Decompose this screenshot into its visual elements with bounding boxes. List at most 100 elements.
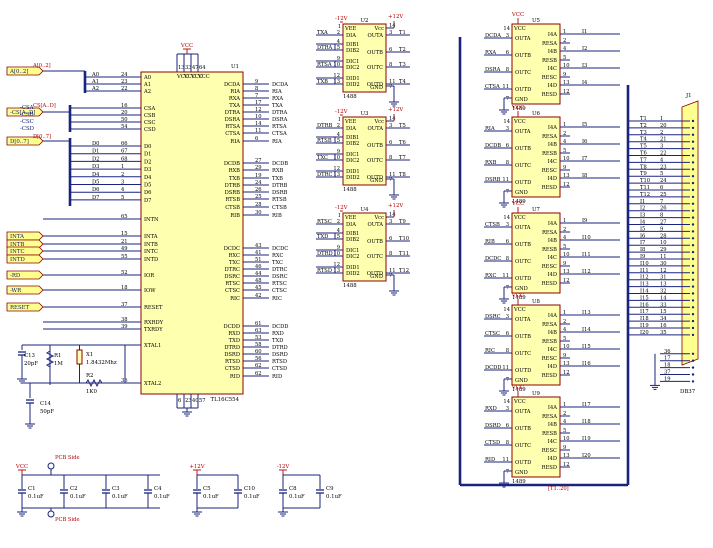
- pin-number: 8: [389, 62, 392, 68]
- cap-value: 0.1uF: [326, 494, 342, 500]
- port-intd: [6, 254, 44, 264]
- receiver-designator: U7: [532, 207, 541, 213]
- pin-name: DIB1: [346, 42, 359, 48]
- net-label: T2: [399, 47, 406, 53]
- net-label: T8: [399, 172, 406, 178]
- pin-number: 12: [563, 278, 570, 284]
- net-label: CTSC: [272, 288, 287, 294]
- pin-number: 2: [337, 123, 340, 129]
- pin-number: 11: [389, 79, 396, 85]
- pin-name: I4B: [548, 142, 557, 148]
- net-label: RIC: [485, 348, 495, 354]
- net-label: RXD: [485, 406, 497, 412]
- pin-number: 6: [506, 143, 509, 149]
- uart-chip: [140, 71, 244, 395]
- pin-number: 3: [389, 219, 392, 225]
- net-label: DSRA: [485, 67, 501, 73]
- cap-ref: C1: [28, 486, 36, 492]
- pin-number: 34: [660, 316, 667, 322]
- pin-number: 5: [121, 195, 124, 201]
- driver-part-name: 1488: [343, 283, 357, 289]
- pin-number: 28: [660, 233, 667, 239]
- net-label: I14: [640, 289, 649, 295]
- pin-number: 33: [660, 302, 667, 308]
- pin-name: OUTA: [367, 222, 383, 228]
- pin-number: 3: [506, 314, 509, 320]
- pin-name: DTRD: [224, 345, 240, 351]
- pin-name: VCC: [513, 119, 526, 125]
- net-label: I11: [582, 252, 591, 258]
- pin-number: 1: [563, 29, 566, 35]
- pin-number: 32: [660, 289, 667, 295]
- pin-number: 11: [502, 457, 509, 463]
- pin-number: 35: [660, 330, 667, 336]
- pin-name: RESD: [542, 281, 557, 287]
- pin-name: GND: [515, 378, 528, 384]
- pin-number: 56: [255, 356, 262, 362]
- net-label: RXA: [485, 50, 496, 56]
- port-label: INTD: [10, 257, 25, 263]
- pin-name: DSRB: [225, 190, 241, 196]
- cap-ref: C10: [244, 486, 256, 492]
- net-label: D6: [92, 187, 99, 193]
- pin-number: 1: [338, 213, 341, 219]
- pin-name: OUTD: [367, 82, 383, 88]
- pin-name: I4C: [548, 439, 557, 445]
- net-label: CTSD: [272, 366, 287, 372]
- net-label: A0: [91, 72, 99, 78]
- net-label: TXD: [317, 234, 328, 240]
- net-label: RIA: [485, 126, 495, 132]
- pin-name: OUTC: [515, 351, 531, 357]
- receiver-chip: [511, 212, 561, 294]
- power-label: -12V: [277, 464, 290, 470]
- pin-number: 39: [121, 324, 128, 330]
- pin-name: INTC: [144, 249, 158, 255]
- pin-name: OUTA: [515, 409, 531, 415]
- pin-name: DIA: [346, 222, 356, 228]
- pin-name: DIB2: [346, 237, 359, 243]
- pin-number: 10: [660, 240, 667, 246]
- pin-number: 14: [389, 23, 396, 29]
- cs-net: -CSB: [20, 112, 34, 118]
- pin-number: 13: [563, 80, 570, 86]
- pin-number: 50: [121, 117, 128, 123]
- pin-name: D7: [144, 198, 151, 204]
- pin-name: DIC1: [346, 152, 359, 158]
- resistor-r2: [85, 378, 103, 388]
- connector-pin: [691, 195, 695, 199]
- net-label: DTRC: [272, 267, 288, 273]
- pin-number: 8: [506, 348, 509, 354]
- pin-number: 4: [660, 157, 664, 163]
- port-inta: [6, 231, 44, 241]
- pin-number: 5: [337, 45, 340, 51]
- pin-name: I4C: [548, 255, 557, 261]
- pin-name: VEE: [344, 26, 357, 32]
- pin-number: 18: [121, 285, 128, 291]
- pin-name: XTAL2: [144, 381, 161, 387]
- pin-number: 3: [389, 30, 392, 36]
- pin-name: I4A: [548, 221, 557, 227]
- pin-name: D1: [144, 152, 151, 158]
- pin-name: RESD: [542, 465, 557, 471]
- pin-number: 2: [563, 319, 566, 325]
- pin-name: OUTB: [515, 146, 531, 152]
- receiver-vcc: VCC: [511, 12, 524, 18]
- x1-ref: X1: [86, 352, 93, 358]
- pin-number: 1: [563, 310, 566, 316]
- pin-number: 11: [389, 172, 396, 178]
- pin-number: 5: [563, 244, 566, 250]
- pin-number: 17: [664, 356, 671, 362]
- pin-number: 48: [255, 278, 262, 284]
- pin-number: 4: [121, 187, 125, 193]
- pin-number: 10: [563, 344, 570, 350]
- pin-name: OUTC: [367, 158, 383, 164]
- pin-number: 10: [333, 155, 340, 161]
- net-label: T4: [399, 79, 406, 85]
- pin-number: 1: [121, 164, 124, 170]
- net-label: I15: [582, 344, 591, 350]
- pin-name: RTSB: [225, 197, 240, 203]
- pin-name: TXRDY: [144, 327, 163, 333]
- net-label: DCDA: [272, 82, 288, 88]
- pin-name: Vcc: [373, 215, 384, 221]
- pin-name: OUTA: [515, 225, 531, 231]
